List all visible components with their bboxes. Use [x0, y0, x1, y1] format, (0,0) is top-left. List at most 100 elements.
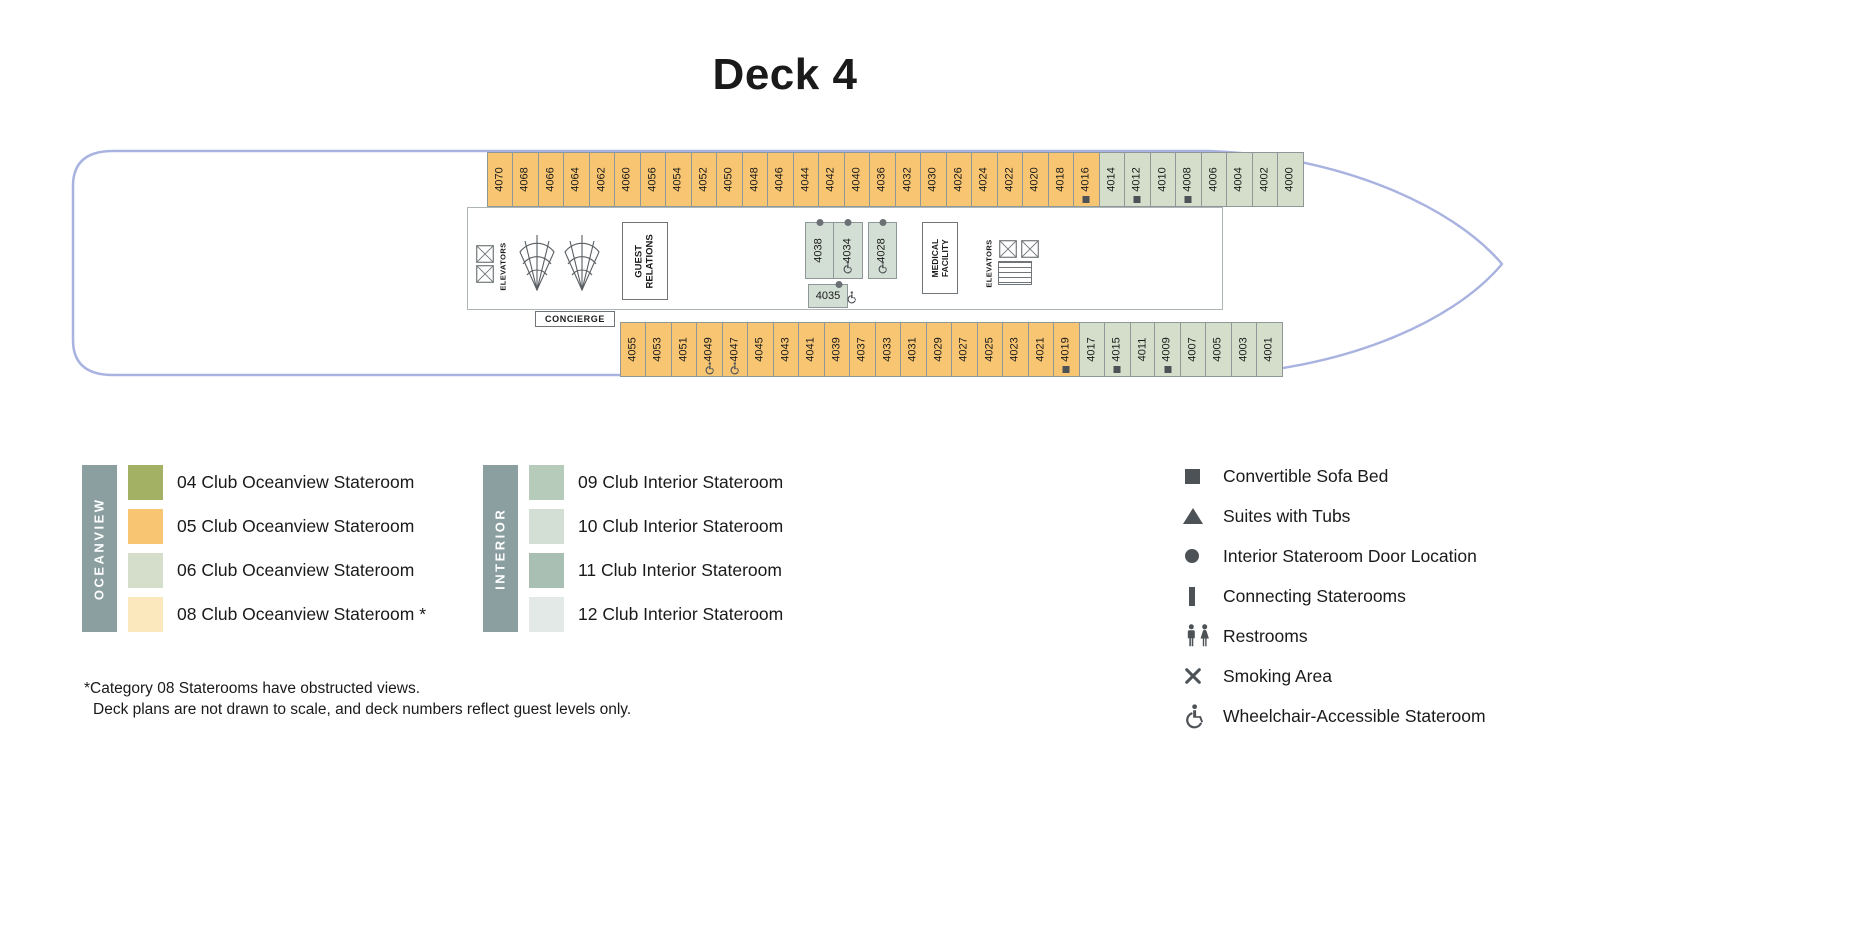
stateroom-4028[interactable]: 4028 — [868, 219, 897, 279]
stateroom-number: 4051 — [677, 337, 690, 362]
stateroom-number: 4039 — [830, 337, 843, 362]
stateroom-4036[interactable]: 4036 — [870, 152, 896, 207]
stateroom-4066[interactable]: 4066 — [538, 152, 565, 207]
stateroom-number: 4002 — [1258, 167, 1271, 192]
stateroom-4016[interactable]: 4016 — [1074, 152, 1100, 207]
wheelchair-icon — [1183, 703, 1217, 730]
stateroom-4000[interactable]: 4000 — [1278, 152, 1304, 207]
stateroom-4007[interactable]: 4007 — [1180, 322, 1207, 377]
stateroom-number: 4052 — [697, 167, 710, 192]
stateroom-4010[interactable]: 4010 — [1150, 152, 1177, 207]
ship-hull-outline — [71, 149, 1504, 377]
legend-symbol-row: Wheelchair-Accessible Stateroom — [1183, 702, 1486, 730]
connecting-staterooms-icon — [1183, 586, 1217, 606]
stateroom-4050[interactable]: 4050 — [717, 152, 743, 207]
stateroom-4023[interactable]: 4023 — [1003, 322, 1029, 377]
stateroom-4021[interactable]: 4021 — [1028, 322, 1055, 377]
stateroom-4002[interactable]: 4002 — [1252, 152, 1279, 207]
elevator-icon — [999, 240, 1017, 258]
stateroom-4062[interactable]: 4062 — [589, 152, 616, 207]
stateroom-4025[interactable]: 4025 — [977, 322, 1004, 377]
convertible-sofa-bed-icon — [1062, 366, 1070, 373]
stateroom-4017[interactable]: 4017 — [1079, 322, 1106, 377]
convertible-sofa-bed-icon — [1113, 366, 1121, 373]
stateroom-4018[interactable]: 4018 — [1048, 152, 1075, 207]
stateroom-4043[interactable]: 4043 — [773, 322, 800, 377]
stateroom-4054[interactable]: 4054 — [666, 152, 692, 207]
stateroom-4068[interactable]: 4068 — [513, 152, 539, 207]
stateroom-number: 4038 — [812, 238, 825, 263]
stateroom-4019[interactable]: 4019 — [1054, 322, 1080, 377]
stateroom-4064[interactable]: 4064 — [564, 152, 590, 207]
stateroom-4042[interactable]: 4042 — [819, 152, 845, 207]
stateroom-4027[interactable]: 4027 — [952, 322, 978, 377]
stateroom-4015[interactable]: 4015 — [1105, 322, 1131, 377]
color-swatch — [529, 509, 564, 544]
stateroom-4026[interactable]: 4026 — [946, 152, 973, 207]
stateroom-4035[interactable]: 4035 — [808, 281, 857, 308]
stateroom-number: 4046 — [774, 167, 787, 192]
stateroom-number: 4008 — [1181, 167, 1194, 192]
stateroom-4001[interactable]: 4001 — [1257, 322, 1283, 377]
stateroom-4048[interactable]: 4048 — [742, 152, 769, 207]
stateroom-4037[interactable]: 4037 — [850, 322, 876, 377]
stateroom-4020[interactable]: 4020 — [1023, 152, 1049, 207]
stateroom-4004[interactable]: 4004 — [1227, 152, 1253, 207]
smoking-area-icon — [1183, 667, 1217, 685]
stateroom-number: 4005 — [1212, 337, 1225, 362]
stateroom-number: 4003 — [1237, 337, 1250, 362]
stateroom-4060[interactable]: 4060 — [615, 152, 641, 207]
stateroom-number: 4070 — [493, 167, 506, 192]
stateroom-4070[interactable]: 4070 — [487, 152, 514, 207]
stateroom-4024[interactable]: 4024 — [972, 152, 998, 207]
stateroom-4053[interactable]: 4053 — [646, 322, 672, 377]
stateroom-4008[interactable]: 4008 — [1176, 152, 1202, 207]
oceanview-category-bar: OCEANVIEW — [82, 465, 117, 632]
stateroom-number: 4023 — [1009, 337, 1022, 362]
interior-door-location-icon — [816, 219, 823, 226]
stateroom-4055[interactable]: 4055 — [620, 322, 647, 377]
stateroom-4052[interactable]: 4052 — [691, 152, 718, 207]
stateroom-number: 4018 — [1054, 167, 1067, 192]
stateroom-4005[interactable]: 4005 — [1206, 322, 1232, 377]
color-swatch — [529, 597, 564, 632]
stateroom-4011[interactable]: 4011 — [1130, 322, 1156, 377]
stateroom-4022[interactable]: 4022 — [997, 152, 1024, 207]
elevators-label-forward: ELEVATORS — [982, 237, 996, 289]
stateroom-number: 4015 — [1110, 337, 1123, 362]
stateroom-number: 4060 — [621, 167, 634, 192]
stateroom-4009[interactable]: 4009 — [1155, 322, 1181, 377]
convertible-sofa-bed-icon — [1164, 366, 1172, 373]
stateroom-4003[interactable]: 4003 — [1231, 322, 1258, 377]
stateroom-4032[interactable]: 4032 — [895, 152, 922, 207]
stateroom-4041[interactable]: 4041 — [799, 322, 825, 377]
stateroom-4040[interactable]: 4040 — [844, 152, 871, 207]
stateroom-4031[interactable]: 4031 — [901, 322, 927, 377]
stateroom-4044[interactable]: 4044 — [793, 152, 820, 207]
elevator-bank-forward — [998, 240, 1040, 285]
stateroom-4030[interactable]: 4030 — [921, 152, 947, 207]
elevators-label-aft: ELEVATORS — [496, 240, 510, 292]
legend-item: 11 Club Interior Stateroom — [529, 553, 783, 588]
legend-symbol-row: Suites with Tubs — [1183, 502, 1486, 530]
stateroom-number: 4029 — [932, 337, 945, 362]
stateroom-4039[interactable]: 4039 — [824, 322, 851, 377]
stateroom-4006[interactable]: 4006 — [1201, 152, 1228, 207]
stateroom-4012[interactable]: 4012 — [1125, 152, 1151, 207]
stateroom-4051[interactable]: 4051 — [671, 322, 698, 377]
stateroom-4047[interactable]: 4047 — [722, 322, 749, 377]
stateroom-4049[interactable]: 4049 — [697, 322, 723, 377]
stateroom-4038[interactable]: 4038 — [805, 219, 834, 279]
stateroom-number: 4014 — [1105, 167, 1118, 192]
stateroom-number: 4048 — [748, 167, 761, 192]
stateroom-4014[interactable]: 4014 — [1099, 152, 1126, 207]
color-swatch — [128, 509, 163, 544]
stateroom-4034[interactable]: 4034 — [834, 219, 863, 279]
stateroom-4045[interactable]: 4045 — [748, 322, 774, 377]
stateroom-4029[interactable]: 4029 — [926, 322, 953, 377]
stateroom-4033[interactable]: 4033 — [875, 322, 902, 377]
stateroom-4046[interactable]: 4046 — [768, 152, 794, 207]
stateroom-4056[interactable]: 4056 — [640, 152, 667, 207]
